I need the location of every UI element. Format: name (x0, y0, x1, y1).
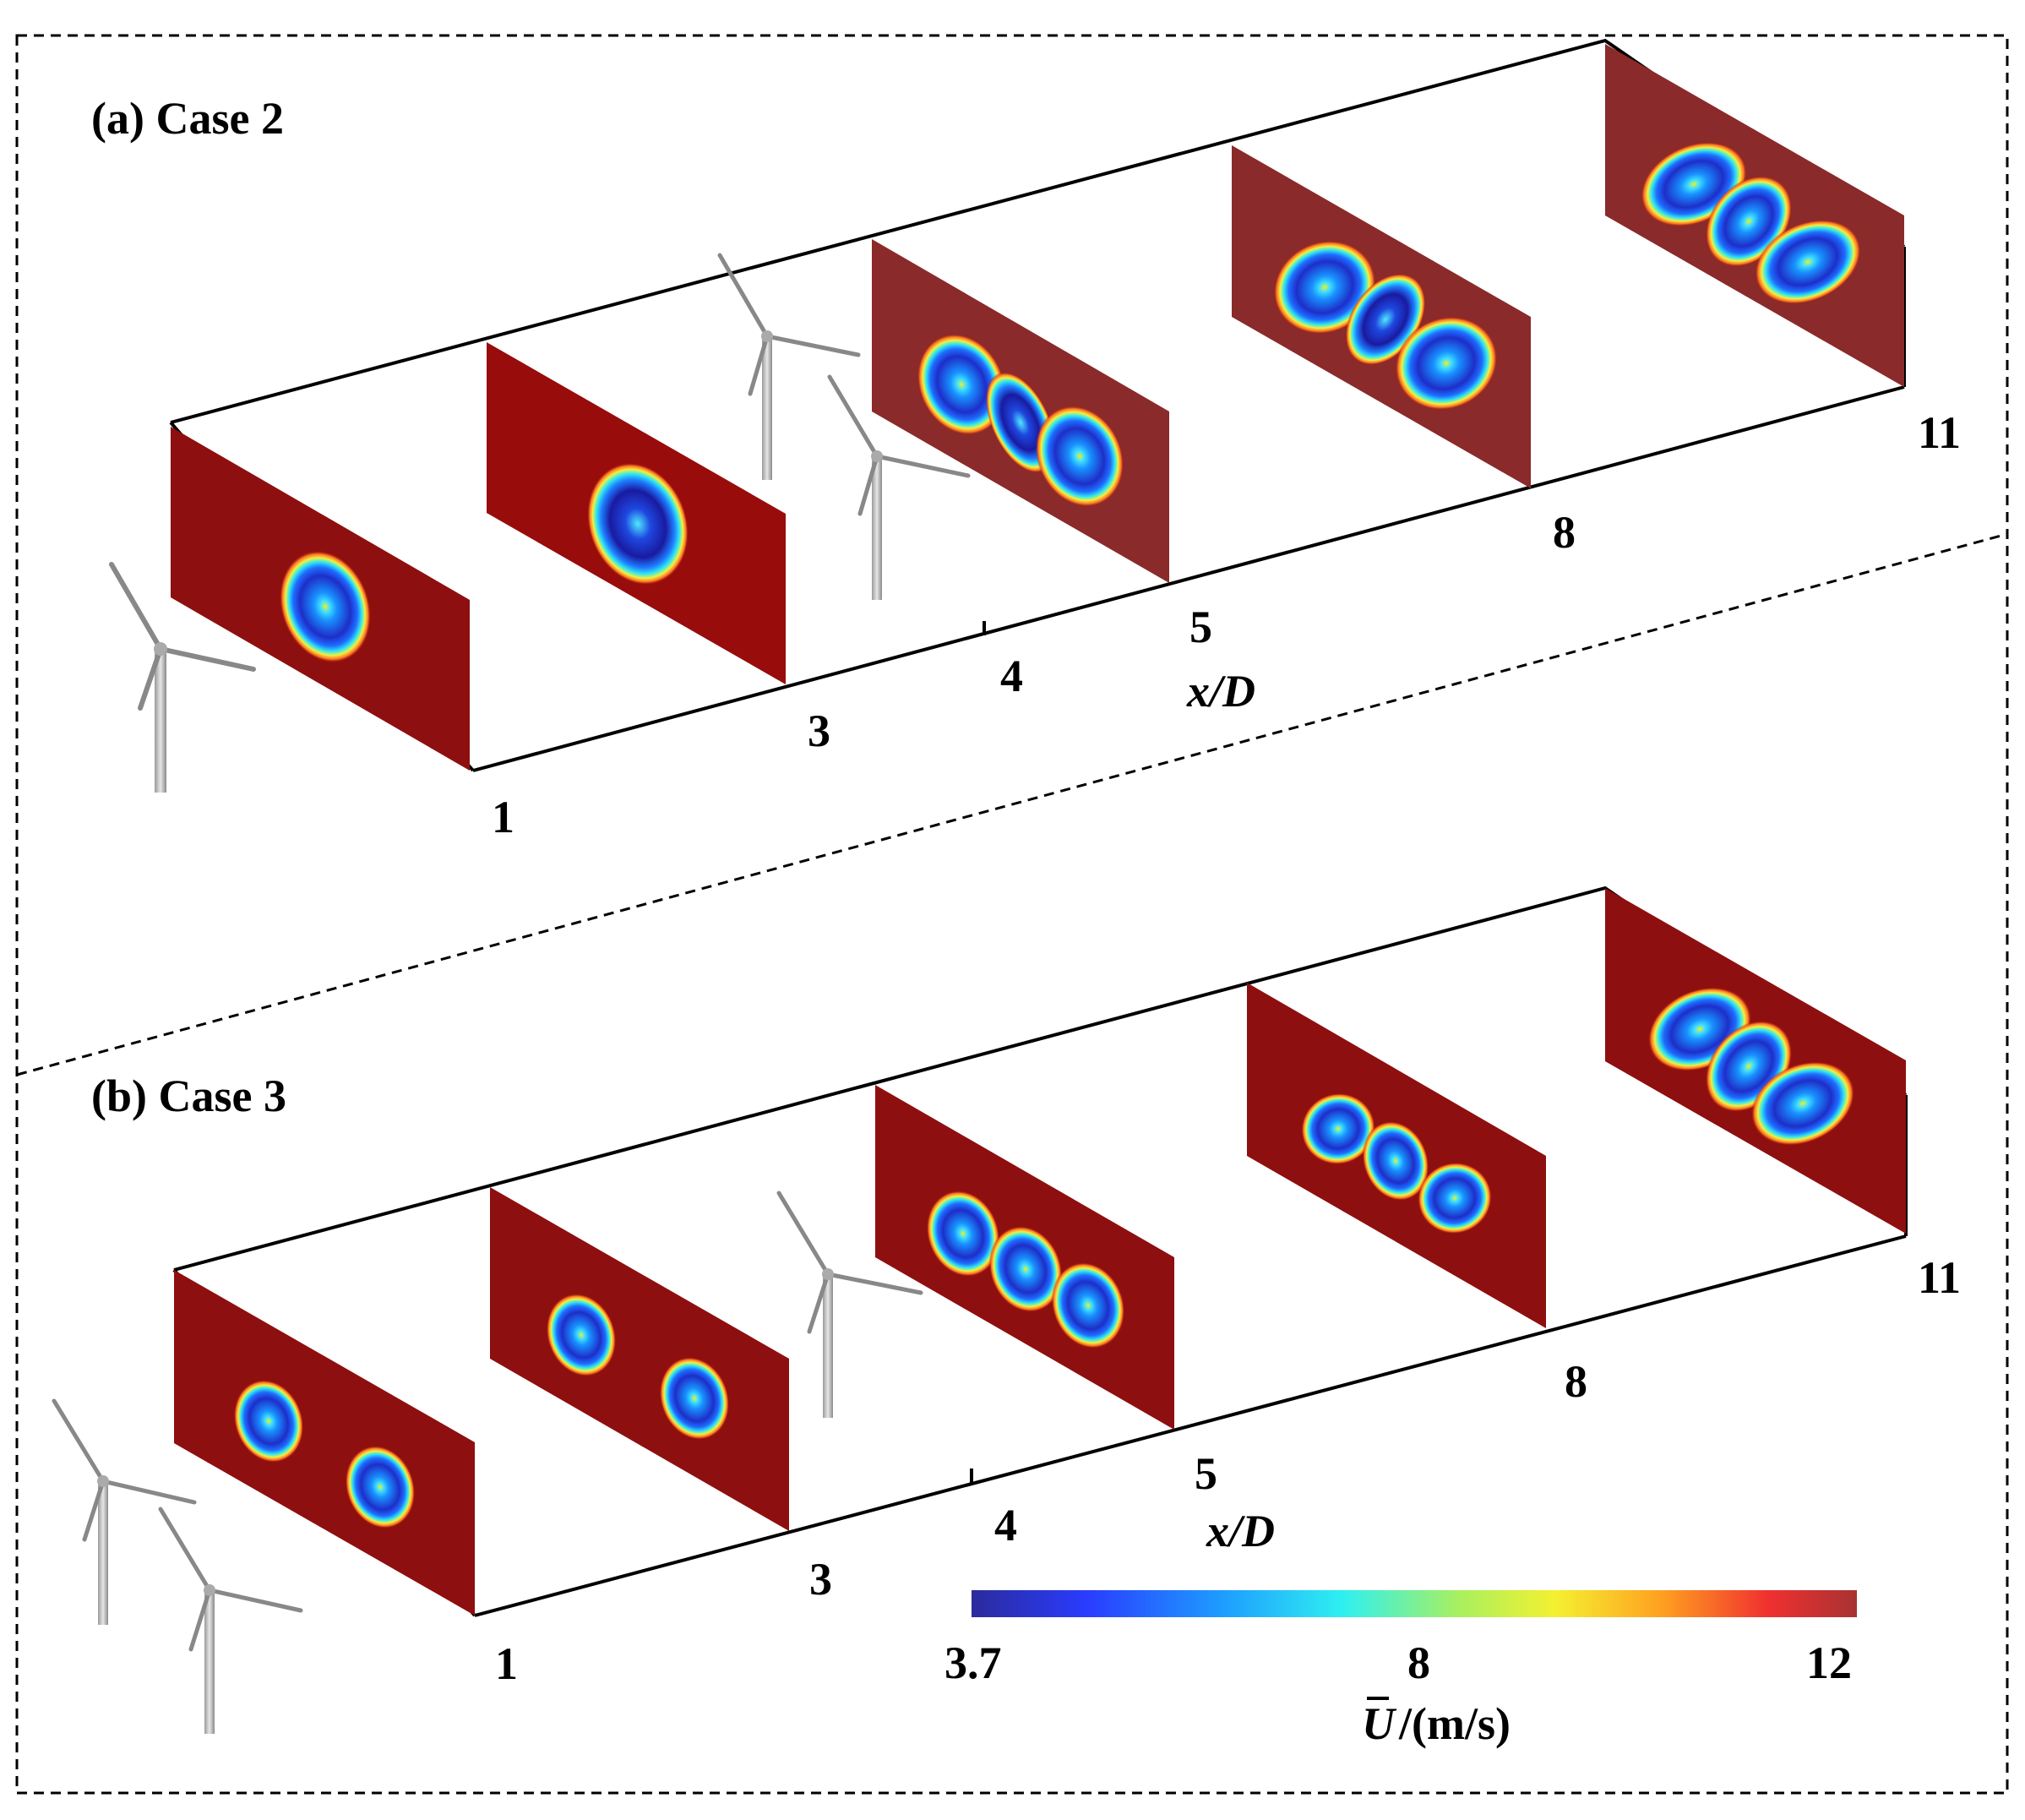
panel-a-tick-label-1: 1 (492, 792, 514, 842)
panel-a-turbine-1 (109, 562, 256, 793)
colorbar-bar (972, 1590, 1857, 1617)
panel-a-tick-label-11: 11 (1918, 407, 1961, 458)
colorbar-min-label: 3.7 (944, 1637, 1002, 1688)
panel-b-tick-label-8: 8 (1565, 1356, 1587, 1407)
panel-b-tick-label-3: 3 (809, 1554, 832, 1605)
panel-a-slice-8 (1232, 145, 1531, 488)
panel-b-box-bottom (474, 1234, 1907, 1617)
panel-b-turbine-1 (52, 1398, 197, 1625)
panel-b-turbine-3 (776, 1191, 923, 1418)
panel-a-turbine-3 (827, 374, 971, 600)
panel-b-tick-label-5: 5 (1195, 1448, 1217, 1499)
colorbar-label-symbol: U (1362, 1698, 1397, 1749)
panel-separator (16, 532, 2008, 1076)
panel-b-turbine-2 (158, 1507, 303, 1734)
panel-b-slice-11 (1605, 888, 1906, 1234)
panel-b-slice-3 (490, 1187, 789, 1531)
panel-a-tick-label-4: 4 (1000, 651, 1023, 701)
panel-a-axis-label: x/D (1186, 666, 1255, 717)
panel-a-tick-label-8: 8 (1553, 507, 1576, 558)
panel-b-slice-5 (875, 1085, 1174, 1430)
panel-a: (a) Case 2 (91, 38, 1961, 842)
colorbar: 3.7 8 12 U /(m/s) (944, 1590, 1857, 1749)
panel-b-slice-8 (1247, 983, 1546, 1328)
panel-a-slice-3 (487, 342, 786, 684)
panel-b-tick-label-11: 11 (1918, 1252, 1961, 1303)
outer-dashed-border (15, 34, 2009, 1795)
panel-b-slice-1 (174, 1270, 475, 1616)
panel-b-title: (b) Case 3 (91, 1071, 286, 1121)
panel-a-slice-11 (1605, 44, 1904, 387)
panel-a-tick-label-3: 3 (808, 706, 830, 756)
panel-b-tick-label-4: 4 (994, 1500, 1017, 1550)
panel-b-tick-label-1: 1 (495, 1638, 518, 1689)
panel-a-title: (a) Case 2 (91, 93, 284, 144)
colorbar-label-unit: /(m/s) (1398, 1698, 1511, 1749)
panel-a-tick-label-5: 5 (1189, 602, 1212, 652)
panel-b: (b) Case 3 (52, 885, 1961, 1734)
colorbar-max-label: 12 (1806, 1637, 1852, 1688)
panel-a-slice-1 (171, 427, 470, 771)
panel-a-box-bottom (472, 385, 1905, 772)
colorbar-mid-label: 8 (1407, 1637, 1430, 1688)
panel-a-turbine-2 (717, 253, 861, 480)
panel-b-axis-label: x/D (1206, 1506, 1275, 1556)
panel-a-slice-5 (872, 239, 1169, 583)
